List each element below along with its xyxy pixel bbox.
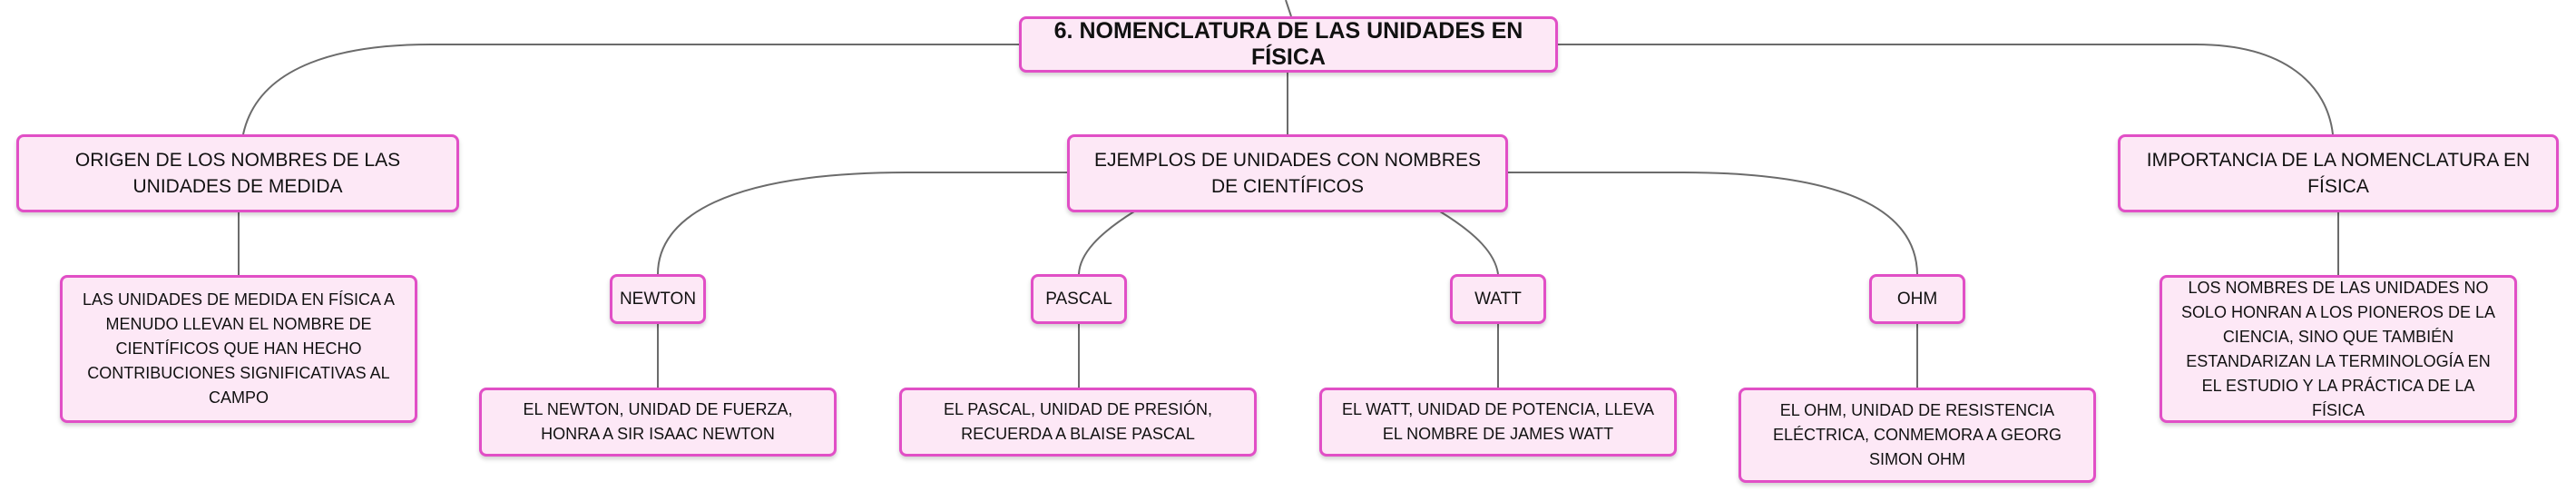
detail-watt[interactable]: EL WATT, UNIDAD DE POTENCIA, LLEVA EL NO…	[1319, 388, 1677, 457]
connector-ejemplos-ohm	[1506, 172, 1918, 275]
detail-importancia[interactable]: LOS NOMBRES DE LAS UNIDADES NO SOLO HONR…	[2160, 275, 2517, 423]
subtopic-newton[interactable]: NEWTON	[610, 274, 706, 324]
topic-origen[interactable]: ORIGEN DE LOS NOMBRES DE LAS UNIDADES DE…	[16, 134, 459, 212]
central-topic[interactable]: 6. NOMENCLATURA DE LAS UNIDADES EN FÍSIC…	[1019, 16, 1558, 73]
subtopic-ohm[interactable]: OHM	[1869, 274, 1965, 324]
detail-pascal[interactable]: EL PASCAL, UNIDAD DE PRESIÓN, RECUERDA A…	[899, 388, 1257, 457]
subtopic-pascal[interactable]: PASCAL	[1031, 274, 1127, 324]
subtopic-watt[interactable]: WATT	[1450, 274, 1546, 324]
connector-root-importancia	[1556, 44, 2334, 135]
connector-top-stub	[1285, 0, 1292, 17]
topic-importancia[interactable]: IMPORTANCIA DE LA NOMENCLATURA EN FÍSICA	[2118, 134, 2559, 212]
connector-ejemplos-watt	[1439, 211, 1499, 275]
detail-ohm[interactable]: EL OHM, UNIDAD DE RESISTENCIA ELÉCTRICA,…	[1739, 388, 2096, 483]
detail-newton[interactable]: EL NEWTON, UNIDAD DE FUERZA, HONRA A SIR…	[479, 388, 837, 457]
connector-root-origen	[242, 44, 1021, 135]
detail-origen[interactable]: LAS UNIDADES DE MEDIDA EN FÍSICA A MENUD…	[60, 275, 417, 423]
topic-ejemplos[interactable]: EJEMPLOS DE UNIDADES CON NOMBRES DE CIEN…	[1067, 134, 1508, 212]
connector-ejemplos-pascal	[1078, 211, 1135, 275]
connector-ejemplos-newton	[657, 172, 1069, 275]
